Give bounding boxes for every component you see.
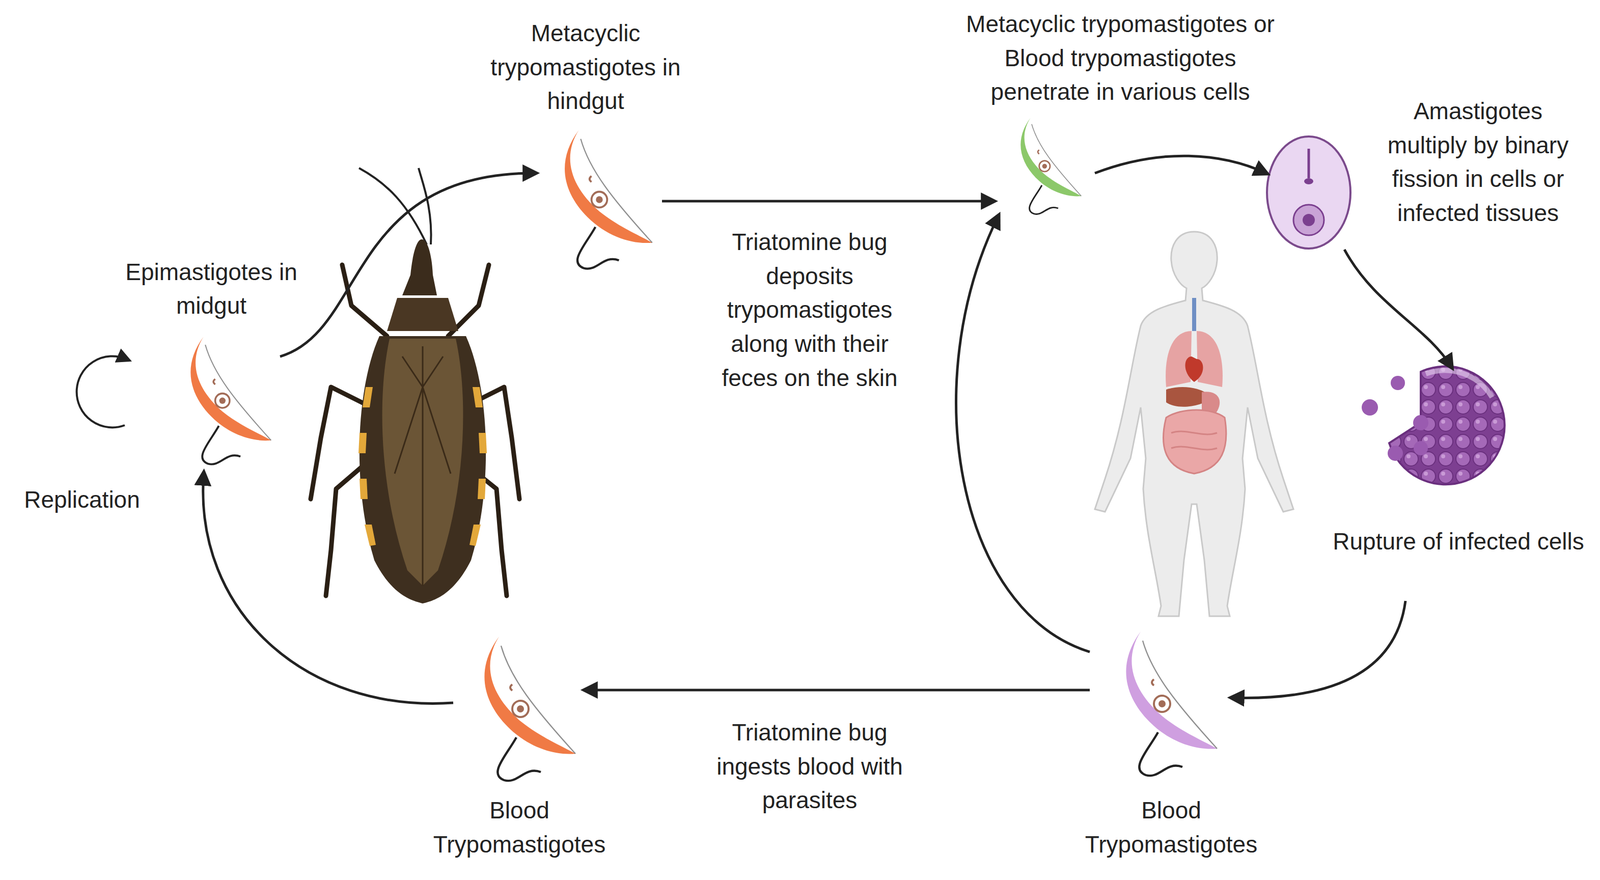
- human-figure: [1094, 231, 1294, 617]
- stage-node: Blood Trypomastigotes: [453, 631, 586, 785]
- cycle-arrow: [661, 200, 993, 203]
- stage-node: Epimastigotes in midgut: [162, 325, 281, 474]
- stage-label: Blood Trypomastigotes: [432, 793, 606, 862]
- cycle-arrow: [1094, 155, 1266, 174]
- cycle-arrow: [1232, 600, 1406, 698]
- stage-label: Blood Trypomastigotes: [1084, 793, 1258, 862]
- cycle-arrow: [585, 688, 1090, 692]
- stage-label: Epimastigotes in midgut: [109, 255, 314, 323]
- stage-node: Metacyclic trypomastigotes or Blood tryp…: [992, 114, 1095, 217]
- arrow-label: Triatomine bug deposits trypomastigotes …: [707, 225, 912, 395]
- note-label: Replication: [8, 482, 156, 517]
- stage-node: Amastigotes multiply by binary fission i…: [1265, 135, 1352, 250]
- stage-node: Rupture of infected cells: [1331, 366, 1586, 601]
- stage-label: Metacyclic trypomastigotes in hindgut: [471, 16, 701, 119]
- stage-node: Metacyclic trypomastigotes in hindgut: [534, 122, 662, 275]
- stage-label: Metacyclic trypomastigotes or Blood tryp…: [957, 7, 1284, 109]
- stage-label: Amastigotes multiply by binary fission i…: [1377, 94, 1579, 231]
- cycle-arrow: [203, 473, 454, 704]
- stage-label: Rupture of infected cells: [1331, 524, 1586, 559]
- ruptured-cell: [1361, 366, 1505, 485]
- arrow-label: Triatomine bug ingests blood with parasi…: [707, 715, 912, 818]
- stage-node: Blood Trypomastigotes: [1089, 626, 1233, 780]
- amastigote-cell: [1266, 136, 1351, 249]
- cycle-arrow: [1344, 249, 1452, 367]
- cycle-arrow: [956, 216, 1090, 652]
- triatomine-bug: [310, 168, 520, 604]
- cycle-arrow: [280, 173, 535, 357]
